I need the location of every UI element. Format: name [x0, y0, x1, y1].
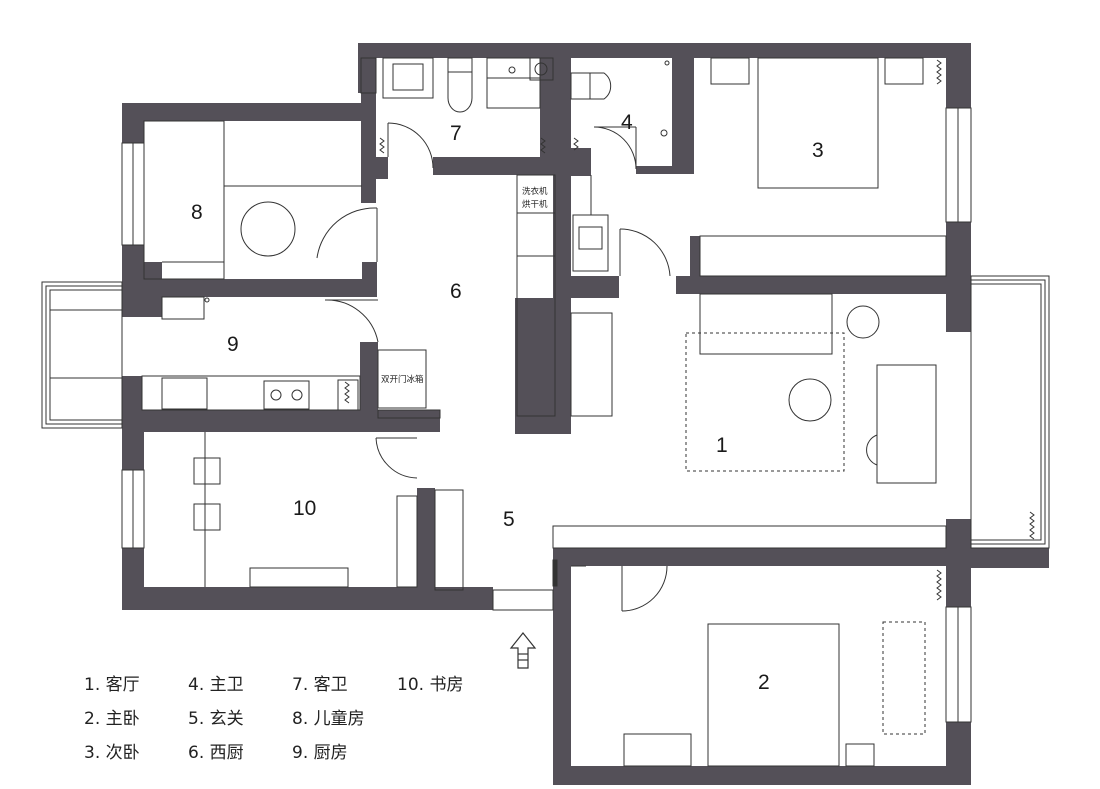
- balcony-right: [970, 275, 1050, 549]
- legend-item-6: 6. 西厨: [188, 743, 244, 763]
- room-number-1: 1: [716, 434, 728, 457]
- legend-item-8: 8. 儿童房: [292, 709, 365, 729]
- windows: [121, 57, 972, 723]
- room-number-7: 7: [450, 122, 462, 145]
- legend-item-3: 3. 次卧: [84, 743, 140, 763]
- washer-label: 洗衣机: [522, 186, 548, 197]
- legend-item-5: 5. 玄关: [188, 709, 244, 729]
- up-arrow-icon: [509, 632, 537, 669]
- annotations: 洗衣机 烘干机 双开门冰箱: [381, 186, 548, 385]
- walls: [122, 43, 1049, 785]
- balcony-left: [41, 281, 123, 429]
- room-number-9: 9: [227, 333, 239, 356]
- fridge-label: 双开门冰箱: [381, 374, 424, 385]
- room-number-6: 6: [450, 280, 462, 303]
- room-number-5: 5: [503, 508, 515, 531]
- room-number-3: 3: [812, 139, 824, 162]
- radiators: [344, 59, 1035, 601]
- room-number-10: 10: [293, 497, 316, 520]
- legend-item-2: 2. 主卧: [84, 709, 140, 729]
- dryer-label: 烘干机: [522, 199, 548, 210]
- legend-item-7: 7. 客卫: [292, 675, 348, 695]
- room-number-4: 4: [621, 111, 633, 134]
- legend-item-1: 1. 客厅: [84, 675, 140, 695]
- legend-item-4: 4. 主卫: [188, 675, 244, 695]
- room-numbers: 1 2 3 4 5 6 7 8 9 10: [191, 111, 824, 694]
- legend-item-9: 9. 厨房: [292, 743, 348, 763]
- room-number-2: 2: [758, 671, 770, 694]
- legend-item-10: 10. 书房: [397, 675, 464, 695]
- interior-lines: [41, 57, 1050, 767]
- room-number-8: 8: [191, 201, 203, 224]
